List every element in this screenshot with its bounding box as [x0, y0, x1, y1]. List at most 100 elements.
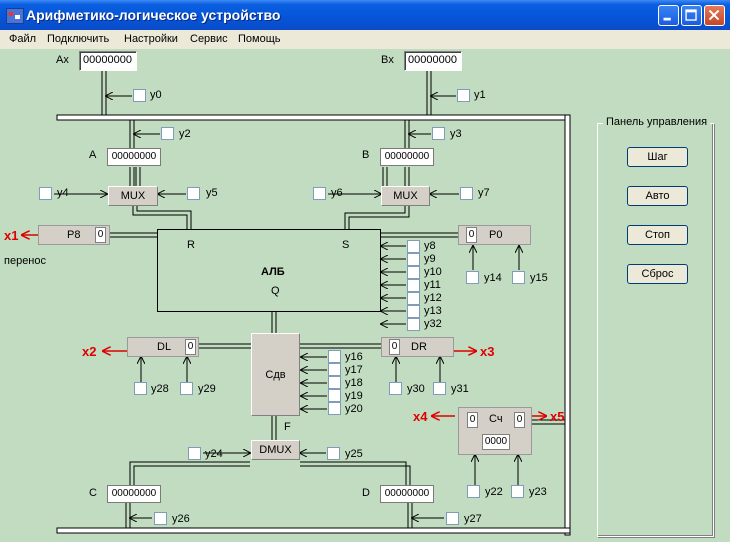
y25-label: y25 [345, 448, 363, 460]
y16-checkbox[interactable] [328, 350, 341, 363]
control-panel-title: Панель управления [603, 116, 711, 128]
x2-output: x2 [82, 344, 97, 359]
y10-checkbox[interactable] [407, 266, 420, 279]
menu-settings[interactable]: Настройки [124, 33, 178, 45]
y23-checkbox[interactable] [511, 485, 524, 498]
y4-checkbox[interactable] [39, 187, 52, 200]
maximize-icon [685, 9, 697, 21]
title-bar[interactable]: Арифметико-логическое устройство [0, 0, 730, 30]
y24-checkbox[interactable] [188, 447, 201, 460]
y0-checkbox[interactable] [133, 89, 146, 102]
dl-value: 0 [185, 339, 196, 355]
y26-label: y26 [172, 513, 190, 525]
y6-checkbox[interactable] [313, 187, 326, 200]
shifter-block: Сдв [251, 333, 300, 416]
ax-label: Ax [56, 54, 69, 66]
step-button[interactable]: Шаг [627, 147, 688, 167]
y1-checkbox[interactable] [457, 89, 470, 102]
close-icon [708, 9, 720, 21]
y31-checkbox[interactable] [433, 382, 446, 395]
bx-input[interactable]: 00000000 [404, 51, 462, 71]
reset-button[interactable]: Сброс [627, 264, 688, 284]
y8-checkbox[interactable] [407, 240, 420, 253]
y11-checkbox[interactable] [407, 279, 420, 292]
counter-right-value: 0 [514, 412, 525, 428]
y28-checkbox[interactable] [134, 382, 147, 395]
minimize-button[interactable] [658, 5, 679, 26]
alu-s-label: S [342, 239, 350, 251]
f-label: F [284, 421, 291, 433]
y8-label: y8 [424, 240, 436, 252]
dl-block: DL 0 [127, 337, 199, 357]
y29-checkbox[interactable] [180, 382, 193, 395]
y17-label: y17 [345, 364, 363, 376]
y19-label: y19 [345, 390, 363, 402]
stop-button[interactable]: Стоп [627, 225, 688, 245]
ax-input[interactable]: 00000000 [79, 51, 137, 71]
y3-label: y3 [450, 128, 462, 140]
dr-block: 0 DR [381, 337, 454, 357]
counter-value: 0000 [482, 434, 510, 450]
menu-connect[interactable]: Подключить [47, 33, 110, 45]
y17-checkbox[interactable] [328, 363, 341, 376]
y16-label: y16 [345, 351, 363, 363]
y30-label: y30 [407, 383, 425, 395]
bx-label: Bx [381, 54, 394, 66]
y3-checkbox[interactable] [432, 127, 445, 140]
y7-checkbox[interactable] [460, 187, 473, 200]
y12-label: y12 [424, 292, 442, 304]
carry-label: перенос [4, 255, 47, 267]
y18-label: y18 [345, 377, 363, 389]
y11-label: y11 [424, 279, 441, 291]
y25-checkbox[interactable] [327, 447, 340, 460]
y30-checkbox[interactable] [389, 382, 402, 395]
maximize-button[interactable] [681, 5, 702, 26]
y1-label: y1 [474, 89, 486, 101]
y22-checkbox[interactable] [467, 485, 480, 498]
register-d: 00000000 [380, 485, 434, 503]
y26-checkbox[interactable] [154, 512, 167, 525]
x5-output: x5 [550, 409, 565, 424]
alu-r-label: R [187, 239, 195, 251]
dr-value: 0 [389, 339, 400, 355]
register-c-label: C [89, 487, 97, 499]
dmux-block: DMUX [251, 440, 300, 460]
y20-checkbox[interactable] [328, 402, 341, 415]
y32-checkbox[interactable] [407, 318, 420, 331]
register-d-label: D [362, 487, 370, 499]
menu-service[interactable]: Сервис [190, 33, 228, 45]
counter-label: Сч [489, 413, 503, 425]
y31-label: y31 [451, 383, 469, 395]
y18-checkbox[interactable] [328, 376, 341, 389]
menu-bar: Файл Подключить Настройки Сервис Помощь [0, 30, 730, 49]
y9-checkbox[interactable] [407, 253, 420, 266]
alu-q-label: Q [271, 285, 280, 297]
y24-label: y24 [205, 448, 223, 460]
x3-output: x3 [480, 344, 495, 359]
register-b: 00000000 [380, 148, 434, 166]
register-a-label: A [89, 149, 97, 161]
alu-title: АЛБ [261, 266, 285, 278]
y5-checkbox[interactable] [187, 187, 200, 200]
menu-file[interactable]: Файл [9, 33, 37, 45]
register-a: 00000000 [107, 148, 161, 166]
menu-help[interactable]: Помощь [238, 33, 281, 45]
p8-label: P8 [67, 229, 81, 241]
mux-left: MUX [108, 186, 158, 206]
y22-label: y22 [485, 486, 503, 498]
y7-label: y7 [478, 187, 490, 199]
y5-label: y5 [206, 187, 218, 199]
y6-label: y6 [331, 187, 343, 199]
y32-label: y32 [424, 318, 442, 330]
register-c: 00000000 [107, 485, 161, 503]
y2-checkbox[interactable] [161, 127, 174, 140]
close-button[interactable] [704, 5, 725, 26]
y13-checkbox[interactable] [407, 305, 420, 318]
y27-checkbox[interactable] [446, 512, 459, 525]
y14-checkbox[interactable] [466, 271, 479, 284]
auto-button[interactable]: Авто [627, 186, 688, 206]
y19-checkbox[interactable] [328, 389, 341, 402]
y15-checkbox[interactable] [512, 271, 525, 284]
y12-checkbox[interactable] [407, 292, 420, 305]
dr-label: DR [411, 341, 427, 353]
